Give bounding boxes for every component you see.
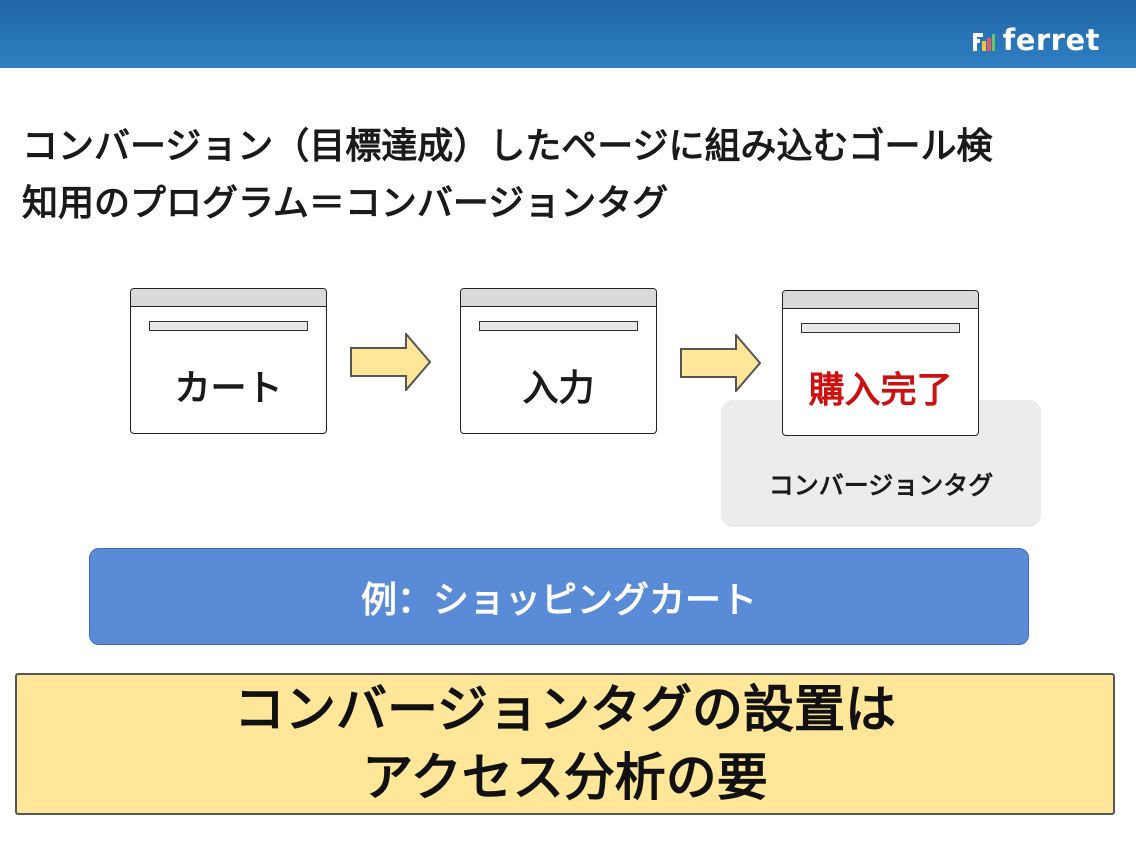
ferret-logo-icon [972, 33, 995, 51]
conclusion-box: コンバージョンタグの設置は アクセス分析の要 [15, 673, 1115, 815]
right-arrow-icon [680, 334, 762, 392]
logo-text: ferret [1002, 23, 1100, 57]
headline-line-2: 知用のプログラム＝コンバージョンタグ [22, 183, 669, 224]
right-arrow-icon [350, 333, 432, 391]
input-window: 入力 [460, 288, 657, 434]
headline: コンバージョン（目標達成）したページに組み込むゴール検 知用のプログラム＝コンバ… [22, 118, 1122, 232]
step-label-purchase-complete: 購入完了 [808, 370, 953, 411]
conclusion-line-1: コンバージョンタグの設置は [234, 681, 896, 740]
headline-line-1: コンバージョン（目標達成）したページに組み込むゴール検 [22, 126, 993, 167]
window-address-bar [149, 321, 308, 331]
example-banner: 例：ショッピングカート [89, 548, 1029, 645]
conversion-tag-label: コンバージョンタグ [768, 471, 994, 500]
conclusion-line-2: アクセス分析の要 [362, 749, 768, 808]
window-address-bar [479, 321, 638, 331]
window-address-bar [801, 323, 960, 333]
window-title-bar [131, 289, 326, 307]
purchase-complete-window: 購入完了 [782, 290, 979, 436]
window-title-bar [783, 291, 978, 309]
step-label-input: 入力 [522, 368, 595, 409]
cart-window: カート [130, 288, 327, 434]
step-label-cart: カート [174, 368, 283, 409]
header-bar: ferret [0, 0, 1136, 68]
ferret-logo: ferret [972, 23, 1100, 57]
window-title-bar [461, 289, 656, 307]
